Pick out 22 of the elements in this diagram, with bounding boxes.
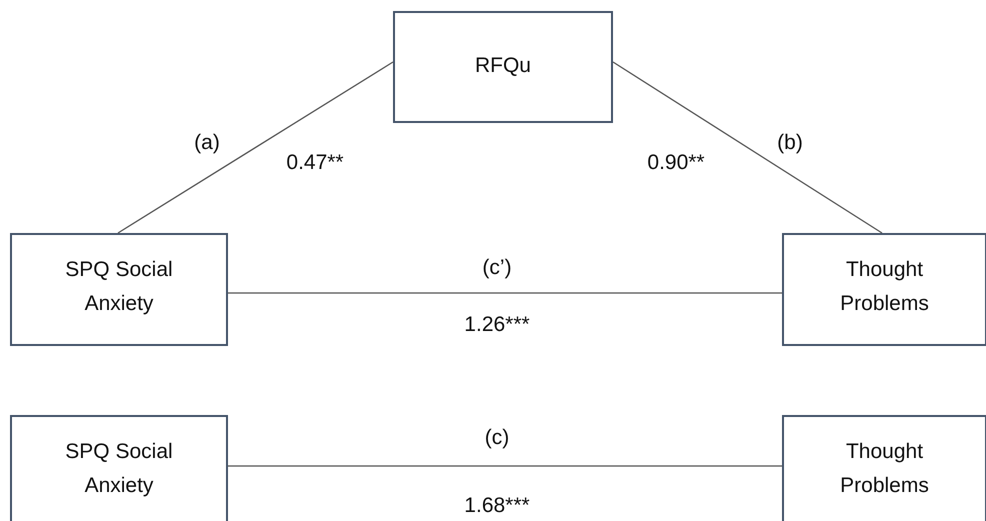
variable-box <box>393 11 613 123</box>
variable-name: Thought Problems <box>839 439 930 499</box>
path-label: (c) <box>484 426 510 450</box>
path-label: (b) <box>777 131 803 155</box>
connector-line <box>612 61 882 234</box>
path-coefficient: 0.90** <box>647 151 705 175</box>
variable-name: SPQ Social Anxiety <box>64 439 174 499</box>
path-label: (a) <box>194 131 220 155</box>
variable-name: SPQ Social Anxiety <box>64 257 174 317</box>
variable-box <box>10 233 228 346</box>
variable-box <box>782 415 986 521</box>
path-coefficient: 1.26*** <box>464 313 530 337</box>
path-label: (c’) <box>482 256 512 280</box>
path-coefficient: 1.68*** <box>464 494 530 518</box>
connector-line <box>118 61 394 234</box>
variable-name: RFQu <box>474 53 531 79</box>
path-coefficient: 0.47** <box>286 151 344 175</box>
connector-line <box>228 292 782 294</box>
variable-box <box>782 233 986 346</box>
variable-box <box>10 415 228 521</box>
connector-line <box>228 465 782 467</box>
variable-name: Thought Problems <box>839 257 930 317</box>
